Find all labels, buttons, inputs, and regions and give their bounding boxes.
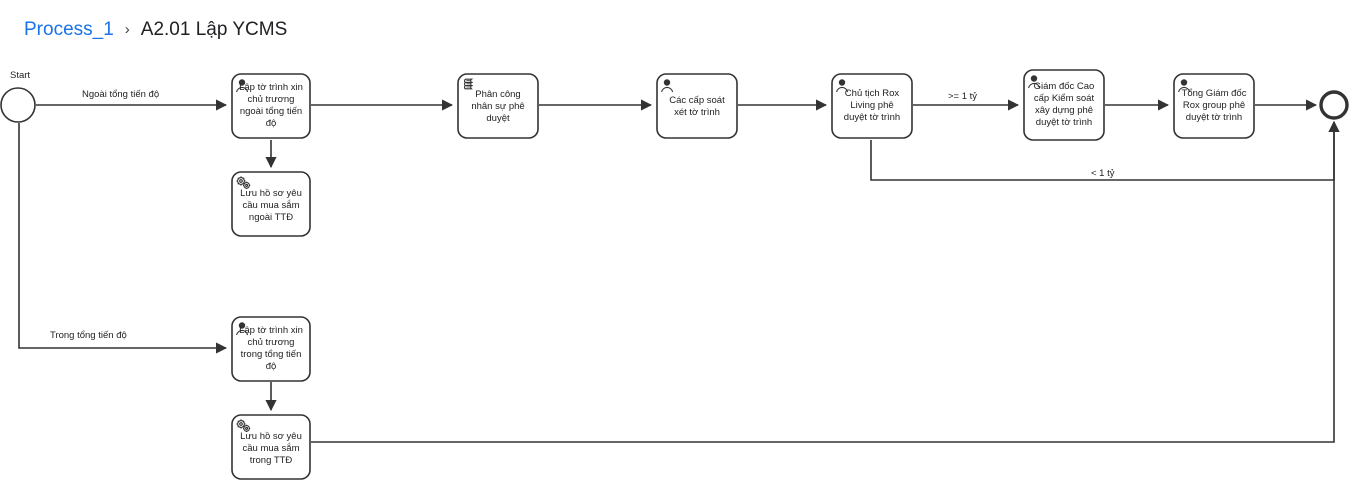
task-shape-lap-to-trinh-trong[interactable] bbox=[231, 316, 311, 382]
task-icon-group bbox=[236, 75, 1191, 432]
task-shape-giam-doc-cao-cap[interactable] bbox=[1023, 69, 1105, 141]
start-event[interactable] bbox=[0, 87, 36, 123]
user-icon bbox=[236, 322, 249, 336]
task-shape-lap-to-trinh-ngoai[interactable] bbox=[231, 73, 311, 139]
start-event-label: Start bbox=[10, 70, 31, 81]
task-shape-cac-cap-soat-xet[interactable] bbox=[656, 73, 738, 139]
user-icon bbox=[661, 79, 674, 93]
page-title: A2.01 Lập YCMS bbox=[140, 19, 288, 40]
chevron-right-icon: › bbox=[124, 21, 130, 38]
task-shape-luu-ho-so-trong[interactable] bbox=[231, 414, 311, 480]
breadcrumb-link-process[interactable]: Process_1 bbox=[24, 19, 114, 40]
user-icon bbox=[1178, 79, 1191, 93]
user-icon bbox=[1028, 75, 1041, 89]
task-shape-tong-giam-doc[interactable] bbox=[1173, 73, 1255, 139]
breadcrumb: Process_1 › A2.01 Lập YCMS bbox=[24, 18, 287, 42]
connector-group bbox=[18, 99, 1340, 443]
connector-start-to-trong bbox=[18, 123, 228, 354]
user-icon bbox=[236, 79, 249, 93]
gears-icon bbox=[236, 176, 251, 189]
connector-luutrong-to-end bbox=[311, 120, 1340, 443]
task-shape-chu-tich-rox-living[interactable] bbox=[831, 73, 913, 139]
script-icon bbox=[463, 78, 474, 90]
end-event[interactable] bbox=[1319, 90, 1349, 120]
task-shape-luu-ho-so-ngoai[interactable] bbox=[231, 171, 311, 237]
user-icon bbox=[836, 79, 849, 93]
gears-icon bbox=[236, 419, 251, 432]
task-shape-phan-cong-nhan-su[interactable] bbox=[457, 73, 539, 139]
task-shape-group bbox=[231, 69, 1255, 480]
